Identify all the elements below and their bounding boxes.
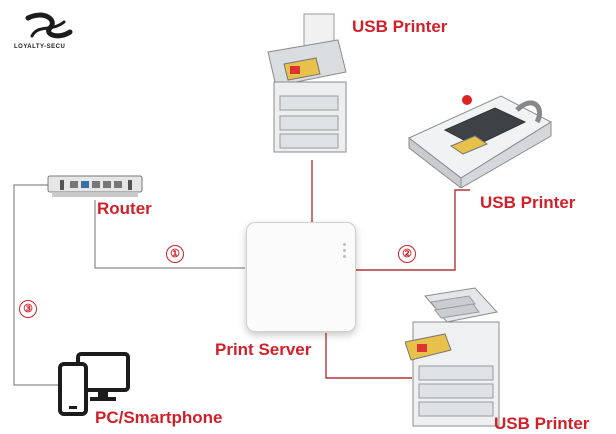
line-router-pc <box>13 184 58 386</box>
logo-icon <box>25 12 73 39</box>
status-led-1 <box>343 243 346 246</box>
label-printer-bottom: USB Printer <box>494 414 590 433</box>
pc-smartphone-icon <box>56 352 132 418</box>
label-printer-top: USB Printer <box>352 17 448 36</box>
label-printer-right: USB Printer <box>480 193 576 212</box>
step-1-badge: ① <box>166 245 184 263</box>
line-server-printer-right <box>355 189 470 271</box>
print-server-box <box>246 222 356 332</box>
logo-text: LOYALTY-SECU <box>14 44 66 50</box>
logo: LOYALTY-SECU <box>14 10 78 50</box>
line-router-server <box>94 200 245 269</box>
step-3-badge: ③ <box>19 300 37 318</box>
status-led-3 <box>343 255 346 258</box>
step-2-badge: ② <box>398 245 416 263</box>
label-print-server: Print Server <box>215 340 312 359</box>
router-image <box>46 170 146 202</box>
printer-top-image <box>258 12 354 162</box>
printer-bottom-image <box>405 282 505 430</box>
status-led-2 <box>343 249 346 252</box>
label-pc-smartphone: PC/Smartphone <box>95 408 223 427</box>
line-server-printer-bottom <box>325 333 412 379</box>
printer-right-image <box>405 88 555 188</box>
label-router: Router <box>97 199 152 218</box>
